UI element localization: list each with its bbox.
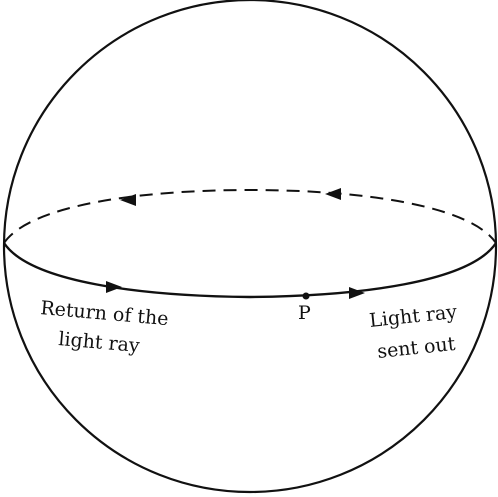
arrowhead-back-left	[120, 194, 136, 206]
point-p-label: P	[298, 302, 311, 324]
sent-label-line1: Light ray	[368, 301, 458, 332]
arrowhead-back-right	[325, 188, 341, 200]
equator-back-dashed	[4, 190, 496, 243]
return-label-line2: light ray	[58, 328, 141, 357]
sphere-outline	[4, 0, 496, 492]
return-label-line1: Return of the	[40, 297, 170, 330]
arrowhead-front-right	[349, 287, 365, 299]
equator-front-solid	[4, 243, 496, 297]
sent-label-line2: sent out	[376, 333, 456, 363]
point-p-dot	[303, 293, 310, 300]
arrowhead-front-left	[106, 281, 122, 293]
